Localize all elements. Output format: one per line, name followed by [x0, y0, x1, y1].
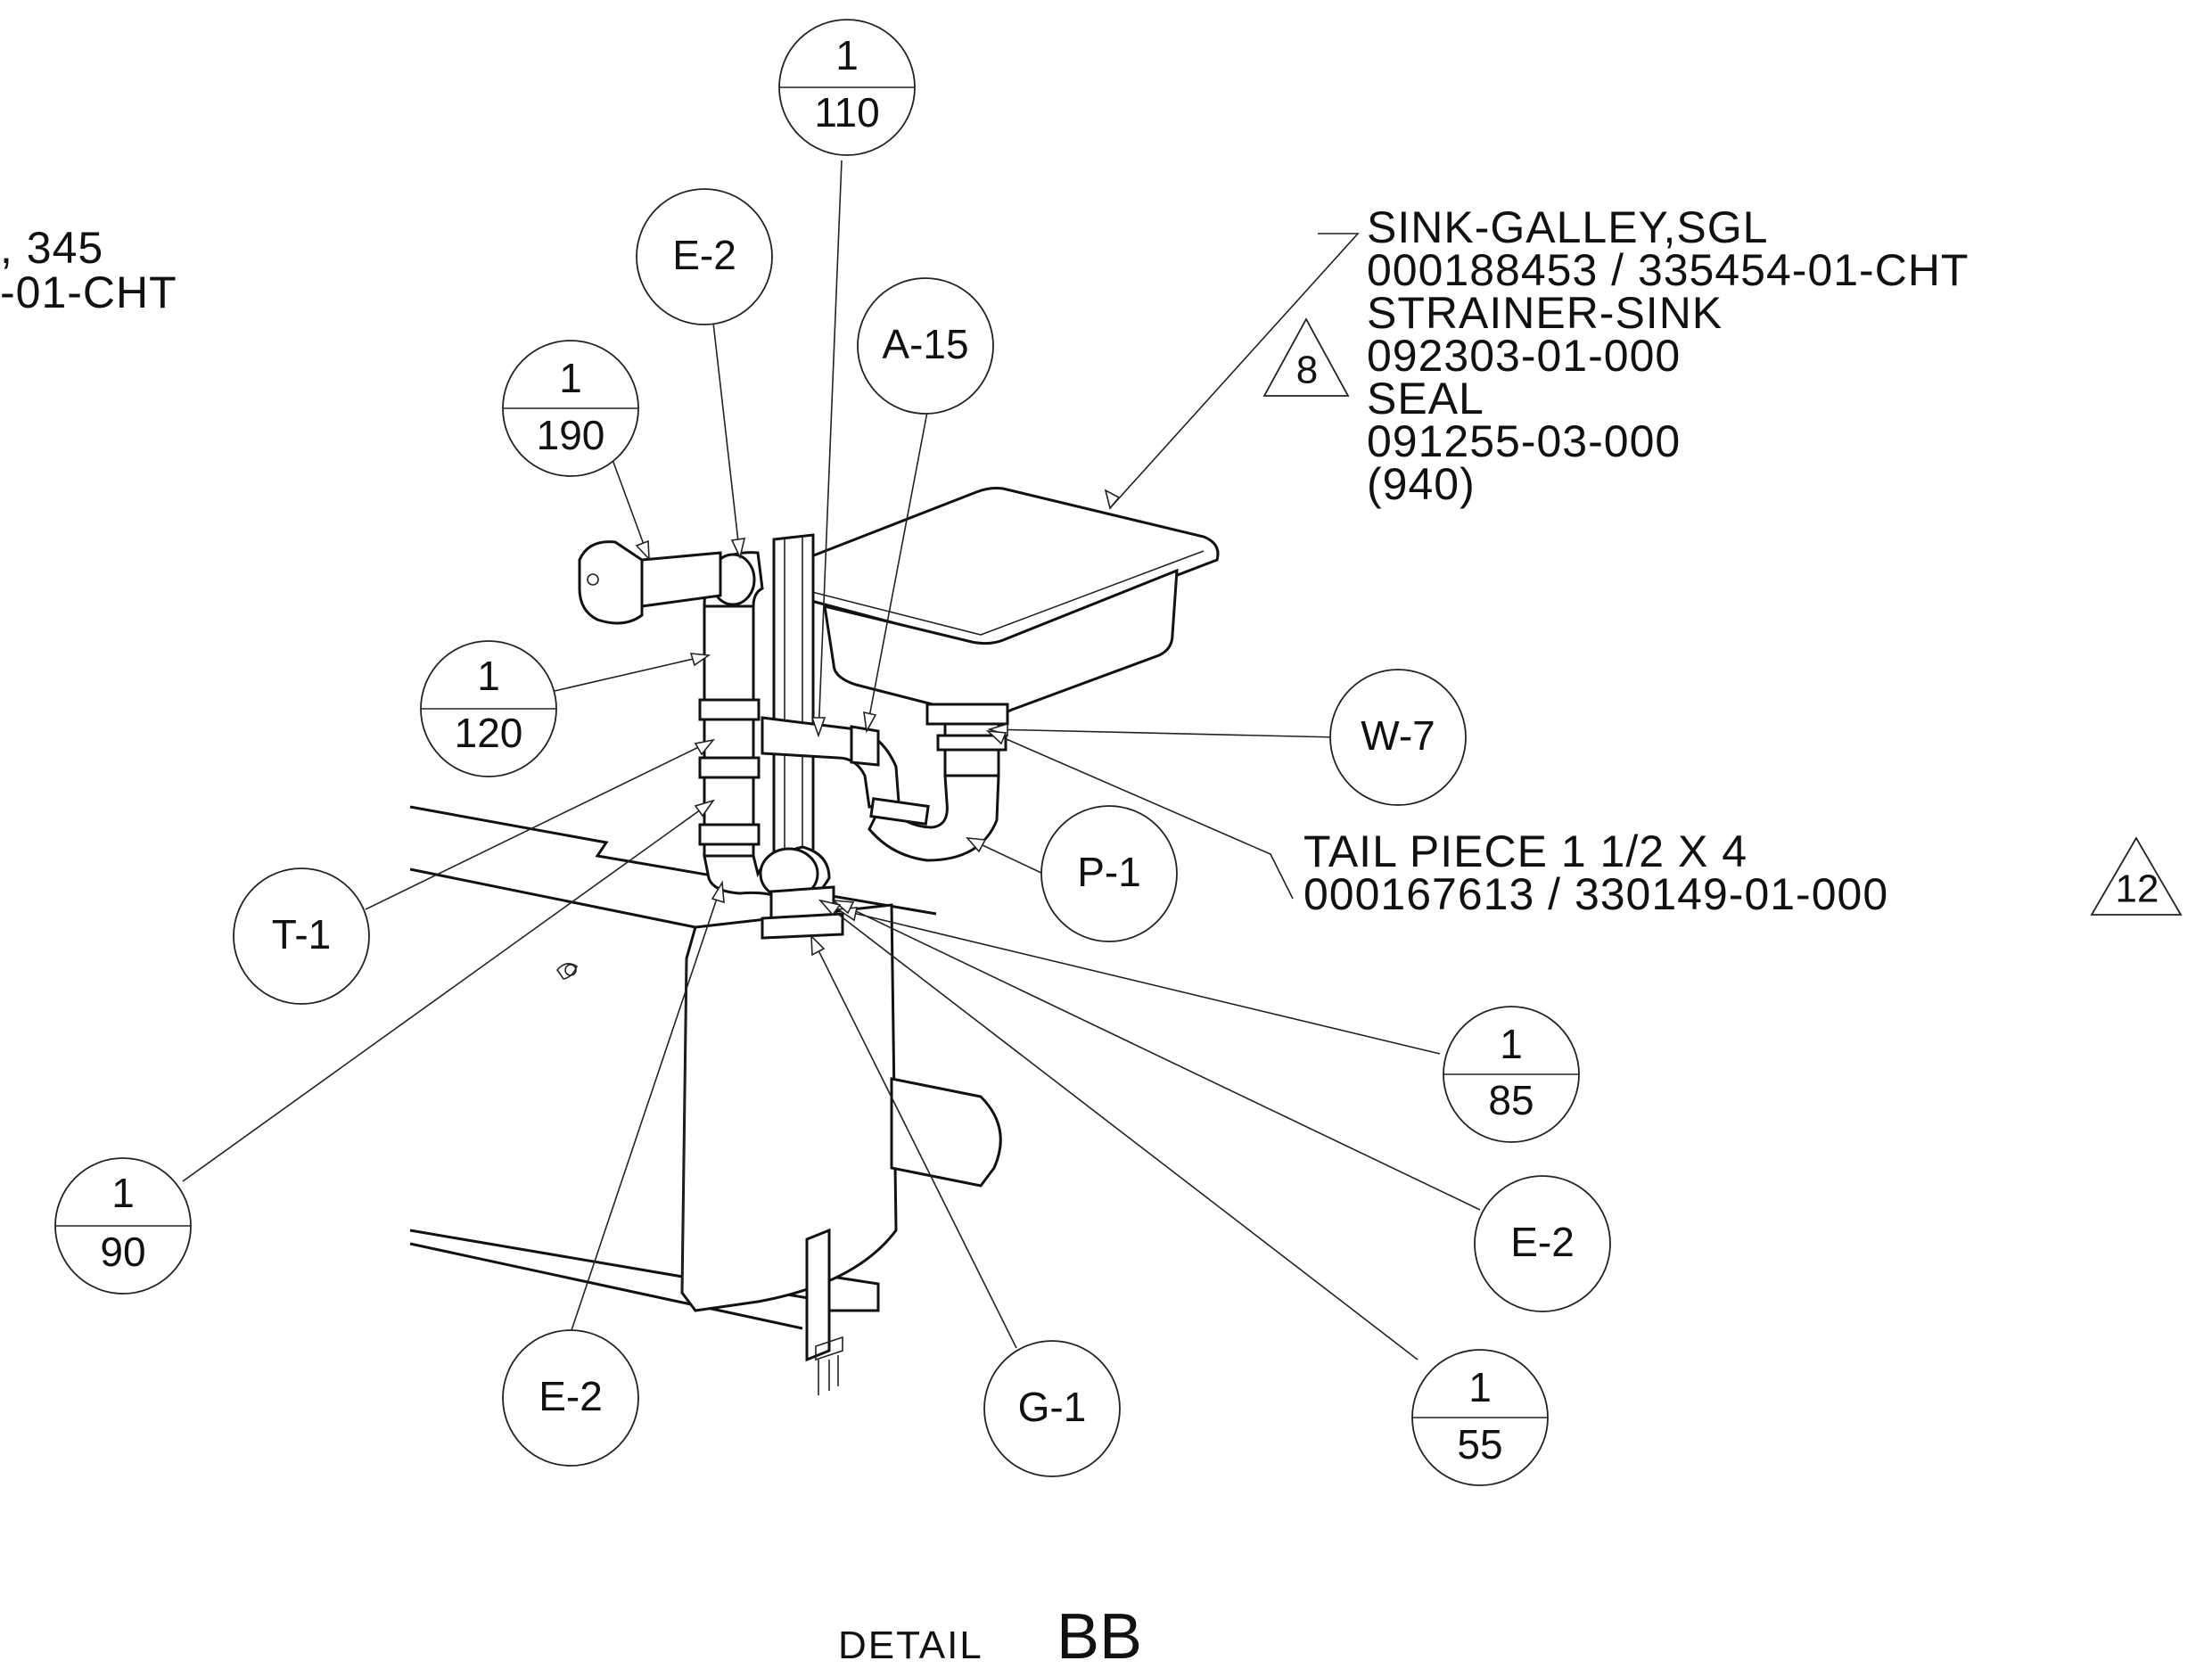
balloon-top-text: 1: [559, 355, 582, 401]
tailpiece-revision-number: 12: [2116, 867, 2159, 911]
balloon-top-text: 1: [835, 32, 859, 78]
balloon-a15: A-15: [857, 277, 994, 415]
balloon-bottom-text: 120: [455, 710, 523, 756]
balloon-bottom-text: 90: [100, 1229, 145, 1275]
balloon-1-85: 1 85: [1443, 1006, 1580, 1143]
sink-note: SINK-GALLEY,SGL 000188453 / 335454-01-CH…: [1367, 202, 1969, 509]
sink-note-line-1: SINK-GALLEY,SGL: [1367, 202, 1768, 252]
balloon-bottom-text: 190: [537, 412, 605, 458]
balloon-p1: P-1: [1040, 805, 1178, 942]
sink-note-line-6: 091255-03-000: [1367, 416, 1681, 466]
tailpiece-revision-flag: 12: [2090, 836, 2183, 916]
balloon-bottom-text: 85: [1488, 1077, 1534, 1123]
waste-tank: [680, 903, 898, 1312]
balloon-1-110: 1 110: [778, 19, 916, 156]
sink-note-line-2: 000188453 / 335454-01-CHT: [1367, 245, 1969, 295]
balloon-1-90: 1 90: [54, 1157, 192, 1295]
galley-sink: [782, 487, 1220, 717]
sink-revision-number: 8: [1296, 349, 1318, 392]
balloon-top-text: 1: [1468, 1364, 1492, 1410]
partial-note: , 345 -01-CHT: [0, 223, 177, 317]
tank-outlet-pipe: [890, 1077, 1002, 1188]
balloon-1-120: 1 120: [420, 640, 557, 777]
balloon-label: E-2: [672, 232, 736, 278]
balloon-top-text: 1: [477, 653, 500, 699]
detail-title-name: BB: [1057, 1601, 1142, 1673]
sink-note-line-7: (940): [1367, 459, 1476, 509]
tailpiece-note-line-2: 000167613 / 330149-01-000: [1303, 869, 1888, 919]
sink-revision-flag: 8: [1262, 317, 1350, 397]
fitting-nozzle: [555, 963, 578, 980]
balloon-top-text: 1: [111, 1170, 135, 1216]
balloon-1-55: 1 55: [1411, 1349, 1549, 1486]
balloon-bottom-text: 110: [814, 89, 879, 136]
balloon-g1: G-1: [983, 1340, 1121, 1477]
balloon-label: E-2: [539, 1373, 603, 1419]
mounting-bracket: [805, 1228, 843, 1395]
tailpiece-note-line-1: TAIL PIECE 1 1/2 X 4: [1303, 826, 1747, 876]
detail-title-prefix: DETAIL: [838, 1624, 983, 1667]
drain-piping: [578, 540, 1009, 940]
balloon-e2-right: E-2: [1474, 1175, 1611, 1312]
balloon-1-190: 1 190: [502, 340, 639, 477]
arrowheads: [635, 489, 1121, 957]
balloon-label: E-2: [1510, 1219, 1575, 1265]
tailpiece-note: TAIL PIECE 1 1/2 X 4 000167613 / 330149-…: [1303, 826, 1888, 919]
leader-lines: [182, 160, 1481, 1361]
balloon-label: T-1: [272, 911, 331, 958]
balloon-label: W-7: [1361, 712, 1435, 759]
sink-note-line-4: 092303-01-000: [1367, 331, 1681, 381]
partial-note-line-2: -01-CHT: [0, 267, 177, 317]
sink-note-line-5: SEAL: [1367, 374, 1484, 423]
balloon-bottom-text: 55: [1457, 1421, 1502, 1467]
detail-title: DETAIL BB: [838, 1601, 1142, 1673]
partial-note-line-1: , 345: [0, 223, 103, 273]
balloon-e2-top: E-2: [636, 188, 773, 325]
balloon-t1: T-1: [233, 867, 370, 1005]
sink-note-line-3: STRAINER-SINK: [1367, 288, 1723, 338]
balloon-w7: W-7: [1329, 669, 1467, 806]
balloon-label: A-15: [882, 321, 968, 367]
balloon-e2-bottom: E-2: [502, 1329, 639, 1467]
balloon-top-text: 1: [1500, 1021, 1523, 1067]
balloon-label: G-1: [1018, 1384, 1087, 1430]
balloon-label: P-1: [1077, 849, 1141, 895]
